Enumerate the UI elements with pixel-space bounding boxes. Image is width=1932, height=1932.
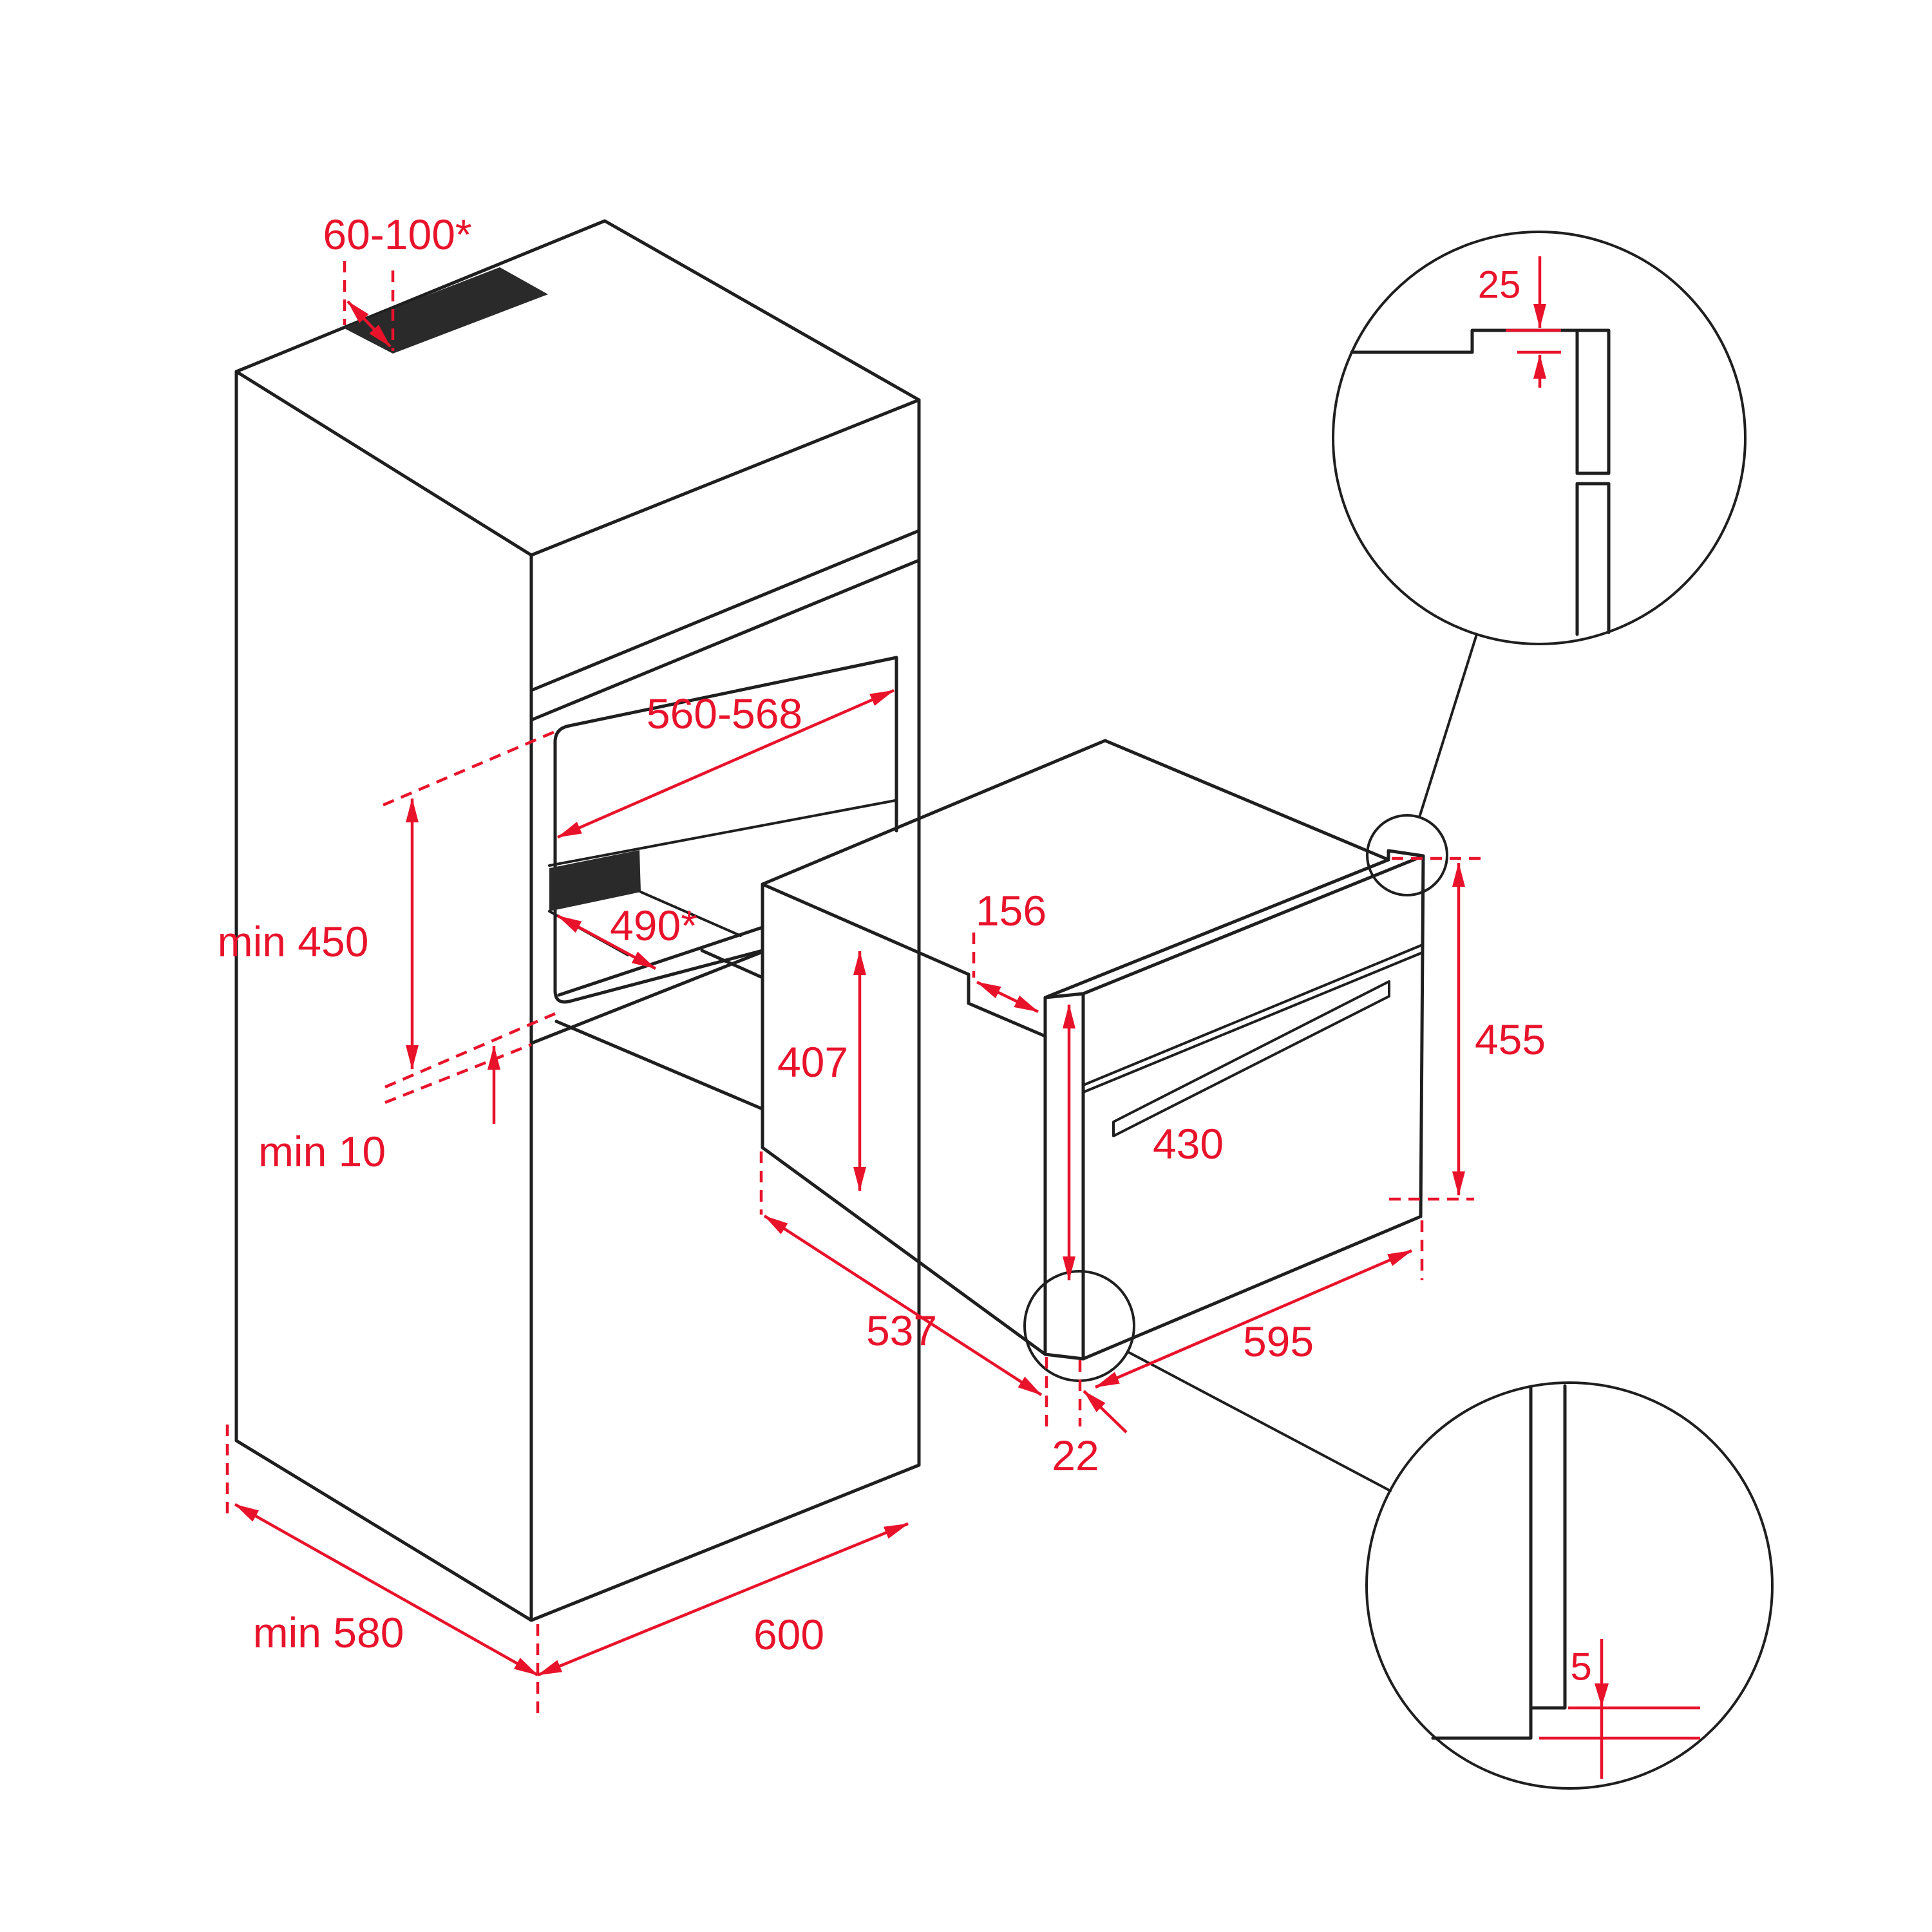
dim-vent-gap: 60-100*	[323, 211, 472, 351]
dim-body-depth: 537	[759, 1151, 1043, 1396]
niche-guide-lines	[529, 925, 764, 1111]
detail-top-lines	[1350, 328, 1611, 636]
oven-top-face	[761, 739, 1390, 886]
dim-label-detail-25: 25	[1478, 263, 1521, 307]
detail-bottom-redlines	[1539, 1639, 1700, 1779]
detail-bottom-circle	[1365, 1381, 1774, 1790]
dim-label-body-depth: 537	[866, 1307, 937, 1354]
dim-label-frame-overhang: 22	[1052, 1432, 1099, 1479]
detail-bottom-arrowhead	[1595, 1683, 1609, 1707]
oven-front-face	[1081, 854, 1425, 1361]
detail-circle-bottom: 5	[1126, 1350, 1774, 1790]
dim-label-vent: 60-100*	[323, 211, 471, 258]
dim-label-niche-width: 560-568	[647, 690, 802, 737]
dim-cabinet-depth: min 580	[225, 1425, 539, 1676]
detail-top-ticks	[1506, 328, 1561, 354]
dim-niche-width: 560-568	[557, 688, 895, 839]
dim-top-recess: 156	[972, 887, 1046, 1014]
callout-ring-top-corner	[1366, 814, 1448, 896]
dim-label-cabinet-width: 600	[753, 1611, 824, 1658]
detail-bottom-lines	[1431, 1384, 1567, 1740]
dim-cabinet-width: 600	[536, 1522, 909, 1713]
dim-front-width: 595	[1095, 1220, 1424, 1389]
oven-left-notch	[761, 882, 1047, 1038]
dim-label-cabinet-depth: min 580	[253, 1609, 404, 1656]
vent-opening	[343, 267, 548, 354]
dim-label-niche-depth: 490*	[610, 902, 697, 949]
dim-niche-height: min 450	[218, 730, 556, 1089]
oven-body-edges	[761, 882, 1047, 1356]
dim-bottom-clearance: min 10	[258, 1043, 532, 1175]
detail-bottom-connector	[1126, 1350, 1392, 1492]
detail-top-circle	[1332, 231, 1747, 645]
dim-frame-overhang: 22	[1045, 1357, 1128, 1479]
dim-label-top-recess: 156	[976, 887, 1046, 934]
dim-label-bottom-clearance: min 10	[258, 1128, 386, 1175]
dim-label-front-height: 455	[1475, 1016, 1546, 1063]
oven-handle	[1112, 980, 1390, 1137]
detail-circle-top: 25	[1332, 231, 1747, 819]
cabinet-top-face	[234, 219, 921, 557]
dim-niche-depth: 490*	[556, 902, 697, 970]
niche-shelf-block	[549, 850, 641, 911]
oven-panel-seam	[1082, 943, 1424, 1094]
dim-label-inner-height: 430	[1153, 1120, 1224, 1168]
detail-top-connector	[1418, 633, 1478, 819]
dim-label-body-height: 407	[777, 1038, 848, 1086]
dim-body-height: 407	[777, 951, 866, 1191]
dim-label-front-width: 595	[1243, 1318, 1314, 1365]
cabinet-edges	[234, 370, 921, 1622]
dim-label-detail-5: 5	[1570, 1645, 1591, 1689]
dim-inner-height: 430	[1063, 1004, 1224, 1281]
oven-frame-back	[1043, 849, 1425, 1361]
dim-label-niche-height: min 450	[218, 918, 369, 965]
dim-front-height: 455	[1389, 857, 1546, 1201]
oven	[761, 739, 1448, 1382]
